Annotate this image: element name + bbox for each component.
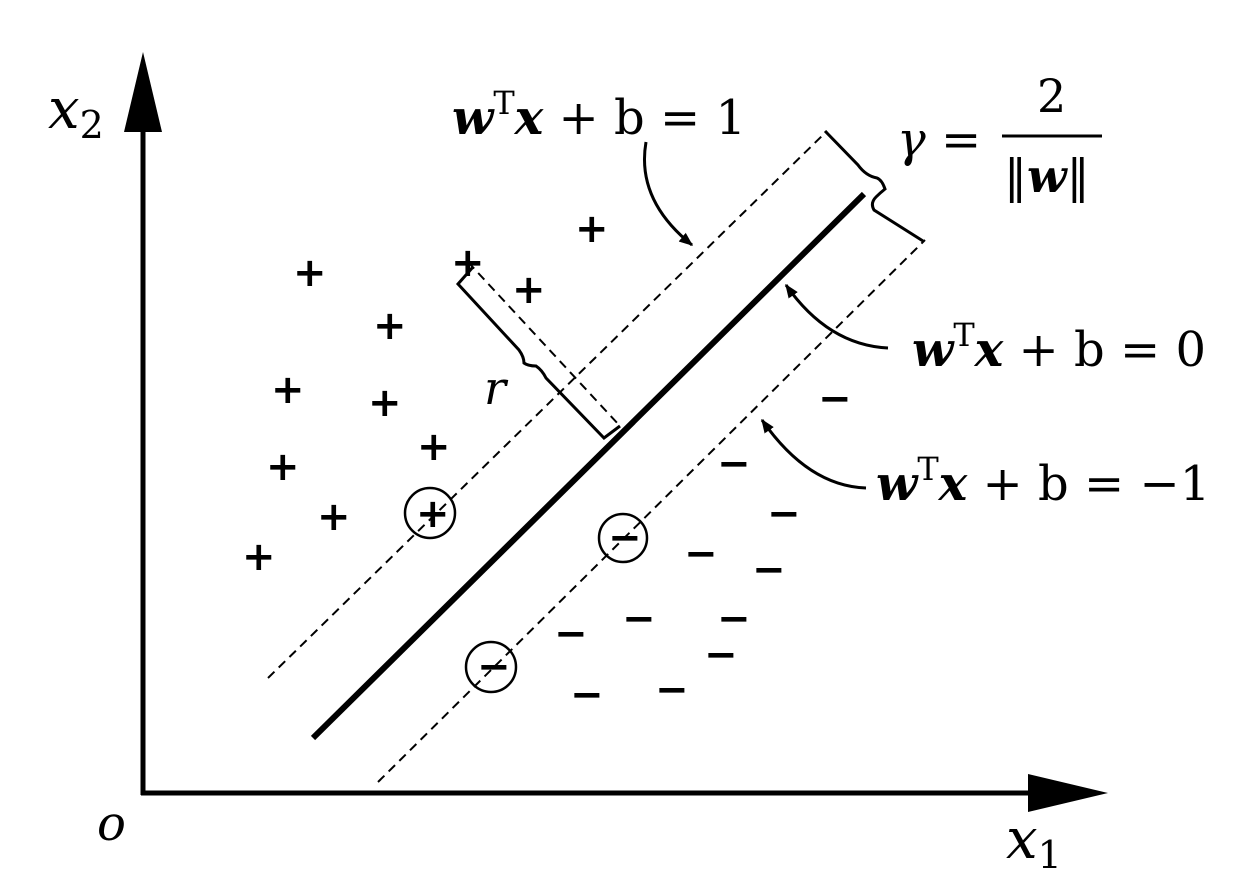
upper-w: w	[452, 90, 495, 146]
negative-support-vector-1: −	[597, 512, 649, 564]
gamma-numerator: 2	[1037, 69, 1066, 123]
y-axis-arrowhead	[124, 52, 162, 132]
negative-sample: −	[704, 632, 738, 678]
origin-label: o	[97, 796, 126, 852]
negative-support-vector-2: −	[464, 640, 518, 694]
distance-r-label: r	[484, 361, 509, 415]
support-vector-minus: −	[608, 515, 642, 561]
gamma-denominator: ‖w‖	[1004, 149, 1090, 203]
positive-sample: +	[575, 206, 609, 252]
gamma-den-w: w	[1027, 149, 1068, 203]
positive-sample: +	[242, 534, 276, 580]
lower-arrow	[760, 418, 867, 490]
middle-arrow	[784, 283, 889, 350]
negative-sample: −	[818, 376, 852, 422]
middle-rest: + b = 0	[1003, 322, 1206, 378]
middle-w: w	[912, 322, 955, 378]
negative-sample: −	[655, 667, 689, 713]
lower-T: T	[917, 450, 939, 488]
distance-r-dashed	[467, 261, 621, 427]
upper-margin-line	[267, 130, 828, 679]
negative-sample: −	[717, 441, 751, 487]
negative-sample: −	[717, 596, 751, 642]
middle-x: x	[974, 322, 1005, 378]
upper-arrow	[643, 141, 694, 247]
gamma-bar-right: ‖	[1067, 149, 1090, 203]
lower-hyperplane-label: wTx + b = −1	[876, 450, 1210, 512]
negative-sample: −	[570, 672, 604, 718]
decision-boundary-line	[310, 191, 867, 741]
margin-brace	[823, 129, 924, 243]
positive-sample: +	[373, 303, 407, 349]
gamma-lhs: γ =	[897, 112, 981, 168]
upper-rest: + b = 1	[543, 90, 746, 146]
positive-sample: +	[451, 240, 485, 286]
positive-sample: +	[512, 267, 546, 313]
positive-sample: +	[271, 367, 305, 413]
gamma-bar-left: ‖	[1004, 149, 1027, 203]
support-vector-minus: −	[477, 644, 511, 690]
positive-support-vector: +	[403, 486, 457, 540]
positive-sample: +	[368, 380, 402, 426]
axes	[124, 52, 1108, 812]
positive-sample: +	[293, 250, 327, 296]
negative-samples: − − − − − − − − − − −	[554, 376, 852, 718]
positive-sample: +	[317, 494, 351, 540]
y-axis-label-sub: 2	[80, 103, 104, 147]
negative-sample: −	[622, 596, 656, 642]
negative-sample: −	[752, 547, 786, 593]
margin-formula: γ = 2 ‖w‖	[897, 69, 1102, 203]
support-vector-circle	[597, 512, 649, 564]
x-axis-label-sub: 1	[1038, 833, 1062, 871]
negative-sample: −	[554, 611, 588, 657]
middle-T: T	[953, 316, 975, 354]
lower-w: w	[876, 456, 919, 512]
positive-sample: +	[417, 424, 451, 470]
lower-x: x	[938, 456, 969, 512]
x-axis-label-var: x	[1006, 807, 1038, 871]
negative-sample: −	[767, 491, 801, 537]
support-vector-circle	[464, 640, 518, 694]
support-vector-circle	[403, 486, 457, 540]
x-axis-arrowhead	[1028, 774, 1108, 812]
upper-T: T	[493, 84, 515, 122]
upper-x: x	[514, 90, 545, 146]
distance-r-brace	[455, 266, 621, 440]
y-axis-label-var: x	[48, 77, 80, 142]
positive-sample: +	[266, 444, 300, 490]
positive-samples: + + + + + + + + + + +	[242, 206, 609, 580]
middle-hyperplane-label: wTx + b = 0	[912, 316, 1206, 378]
y-axis-label: x2	[48, 77, 104, 147]
support-vector-plus: +	[416, 491, 450, 537]
x-axis-label: x1	[1006, 807, 1062, 871]
upper-hyperplane-label: wTx + b = 1	[452, 84, 746, 146]
lower-margin-line	[377, 239, 926, 783]
lower-rest: + b = −1	[967, 456, 1210, 512]
negative-sample: −	[684, 531, 718, 577]
